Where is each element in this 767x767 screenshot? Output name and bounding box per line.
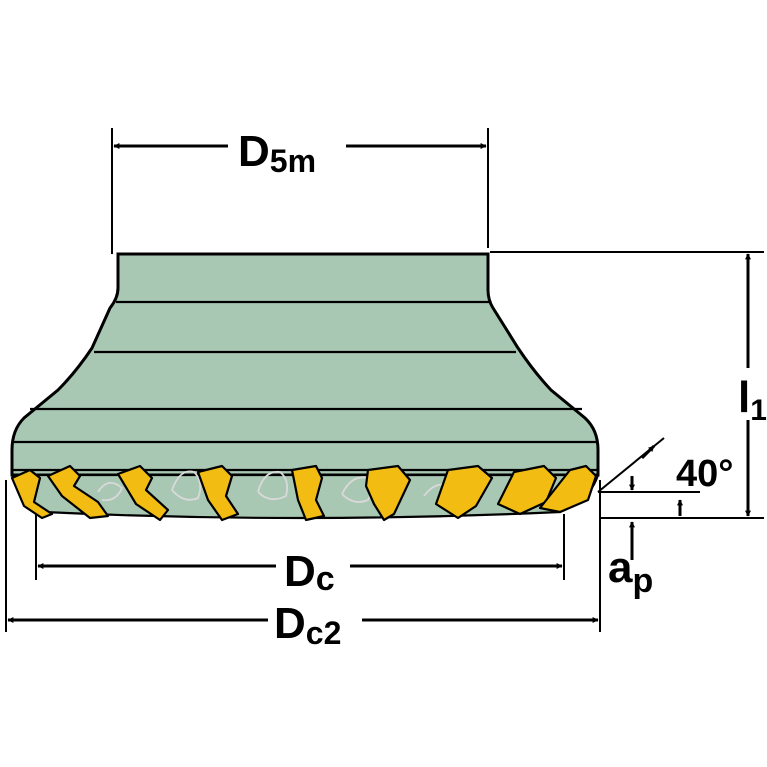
l1-label: l1 (738, 373, 767, 427)
dc2-main: D (274, 599, 306, 648)
l1-dimension: l1 (490, 251, 767, 519)
dc-dimension: Dc (35, 514, 565, 598)
cutter-body (10, 252, 600, 477)
inserts (10, 464, 598, 522)
angle-dimension: 40° (597, 437, 733, 516)
l1-main: l (738, 373, 750, 422)
ap-label: ap (608, 543, 653, 600)
d5m-sub: 5m (270, 143, 316, 179)
rear-insert (257, 470, 289, 501)
angle-label: 40° (676, 453, 733, 495)
d5m-label: D5m (238, 127, 316, 179)
insert (290, 464, 326, 522)
insert (434, 464, 494, 520)
insert (364, 464, 412, 522)
dc2-dimension: Dc2 (5, 480, 601, 651)
dc-main: D (284, 547, 316, 596)
insert (116, 464, 170, 522)
insert (538, 464, 598, 514)
rear-insert (171, 470, 202, 501)
d5m-main: D (238, 127, 270, 176)
dc2-label: Dc2 (274, 599, 341, 651)
d5m-dimension: D5m (111, 127, 489, 254)
ap-sub: p (632, 562, 653, 600)
insert (10, 468, 54, 520)
dc-label: Dc (284, 547, 335, 598)
cutting-edge (10, 464, 600, 522)
insert (46, 464, 110, 520)
l1-sub: 1 (750, 394, 767, 427)
ap-main: a (608, 543, 633, 592)
insert (196, 464, 240, 522)
dc2-sub: c2 (306, 615, 342, 651)
angle-arc (640, 444, 656, 460)
rear-insert (97, 482, 124, 502)
dc-sub: c (316, 560, 335, 598)
ap-dimension: ap (608, 521, 653, 600)
